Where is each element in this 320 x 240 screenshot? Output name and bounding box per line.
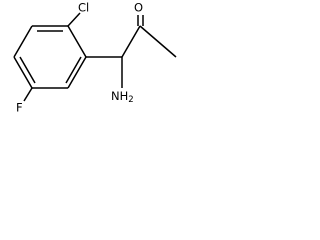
ring-bond-c2-c3 xyxy=(13,25,33,58)
fluorine-label: F xyxy=(16,101,23,115)
ring-double-bond-inner-right xyxy=(65,56,82,84)
amino-subscript: 2 xyxy=(128,95,133,105)
molecule-structure-diagram: Cl F O NH2 xyxy=(13,1,177,115)
ring-double-bond-inner-left xyxy=(19,56,36,84)
bond-alpha-carbon-to-carbonyl xyxy=(121,25,141,58)
ring-bond-c6-c1 xyxy=(67,25,87,58)
chlorine-label: Cl xyxy=(78,1,89,15)
bond-carbonyl-to-methyl xyxy=(139,25,177,58)
bond-ring-to-chlorine xyxy=(67,12,81,27)
ring-bond-c5-c6 xyxy=(67,56,87,89)
amino-nh: NH xyxy=(111,89,128,103)
ring-bond-c3-c4 xyxy=(13,56,33,89)
oxygen-label: O xyxy=(134,1,143,15)
amino-label: NH2 xyxy=(111,89,134,105)
bond-ring-to-fluorine xyxy=(23,87,33,102)
benzene-ring xyxy=(13,25,87,89)
